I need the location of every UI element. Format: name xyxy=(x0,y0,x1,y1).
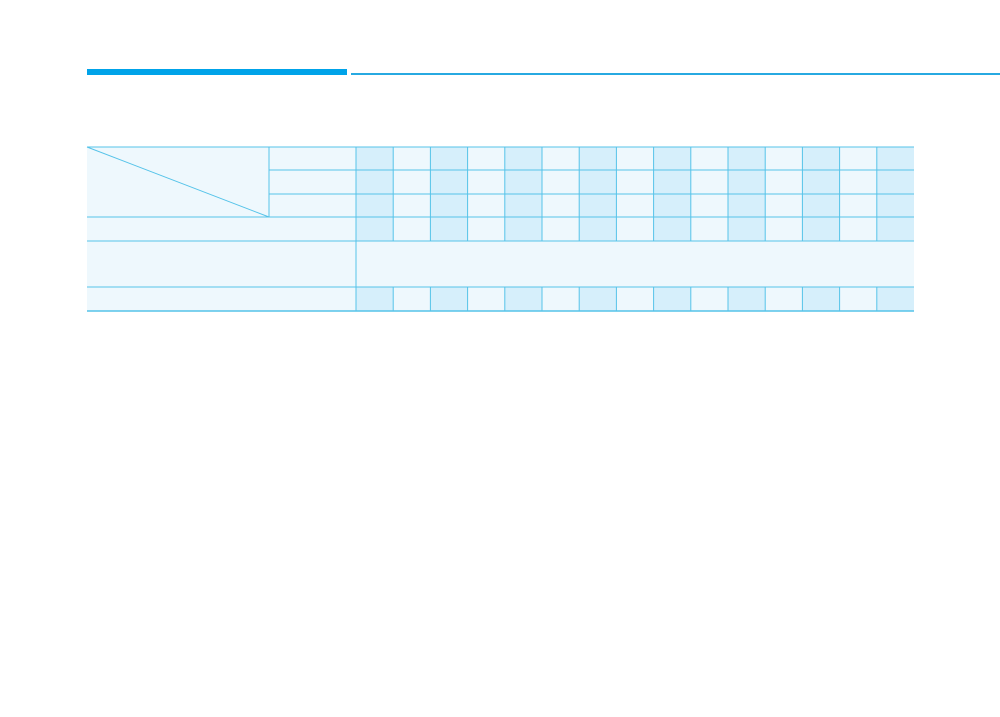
table-cell xyxy=(579,147,617,170)
corner-diagonal xyxy=(86,146,270,218)
table-cell xyxy=(728,287,766,311)
table-cell xyxy=(690,194,728,217)
table-cell xyxy=(839,170,877,194)
table-cell xyxy=(839,194,877,217)
table-cell xyxy=(504,147,542,170)
table-cell xyxy=(467,194,505,217)
table-cell xyxy=(579,217,617,241)
table-cell xyxy=(356,194,394,217)
table-cell xyxy=(728,170,766,194)
table-cell xyxy=(542,170,580,194)
table-cell xyxy=(653,170,691,194)
table-cell xyxy=(393,287,431,311)
table-cell xyxy=(430,170,468,194)
table-cell xyxy=(467,170,505,194)
table-cell xyxy=(653,147,691,170)
table-cell xyxy=(876,194,914,217)
table-cell xyxy=(765,194,803,217)
table-cell xyxy=(690,170,728,194)
table-cell xyxy=(579,287,617,311)
header-rule xyxy=(351,73,1000,75)
table-cell xyxy=(802,170,840,194)
table-cell xyxy=(393,170,431,194)
table-cell xyxy=(393,147,431,170)
table-cell xyxy=(504,217,542,241)
table-cell xyxy=(802,194,840,217)
table-cell xyxy=(393,194,431,217)
merged-row-cell xyxy=(356,241,914,287)
table-cell xyxy=(542,194,580,217)
table-cell xyxy=(653,287,691,311)
table-cell xyxy=(690,147,728,170)
table-cell xyxy=(653,217,691,241)
table-cell xyxy=(876,287,914,311)
table-cell xyxy=(356,147,394,170)
table-cell xyxy=(802,217,840,241)
table-cell xyxy=(876,147,914,170)
table-cell xyxy=(393,217,431,241)
table-cell xyxy=(690,287,728,311)
table-cell xyxy=(430,217,468,241)
table-cell xyxy=(616,287,654,311)
table-cell xyxy=(430,147,468,170)
table-cell xyxy=(467,217,505,241)
table-cell xyxy=(467,287,505,311)
table-cell xyxy=(616,217,654,241)
table-cell xyxy=(765,170,803,194)
table-cell xyxy=(467,147,505,170)
table-cell xyxy=(728,147,766,170)
table-cell xyxy=(765,147,803,170)
table-cell xyxy=(616,194,654,217)
table-cell xyxy=(356,287,394,311)
table-cell xyxy=(728,194,766,217)
table-cell xyxy=(616,147,654,170)
header-accent-bar xyxy=(87,69,347,75)
table-cell xyxy=(430,194,468,217)
table-cell xyxy=(542,217,580,241)
table-cell xyxy=(802,287,840,311)
table-cell xyxy=(765,217,803,241)
table-cell xyxy=(839,287,877,311)
table-cell xyxy=(356,170,394,194)
table-cell xyxy=(542,147,580,170)
table-cell xyxy=(616,170,654,194)
table-cell xyxy=(765,287,803,311)
table-cell xyxy=(728,217,766,241)
table-cell xyxy=(876,170,914,194)
table-cell xyxy=(839,217,877,241)
table-cell xyxy=(579,194,617,217)
table-cell xyxy=(579,170,617,194)
table-cell xyxy=(504,194,542,217)
table-cell xyxy=(653,194,691,217)
table-cell xyxy=(356,217,394,241)
table-cell xyxy=(430,287,468,311)
table-cell xyxy=(542,287,580,311)
table-cell xyxy=(690,217,728,241)
table-cell xyxy=(876,217,914,241)
table-cell xyxy=(504,287,542,311)
table-cell xyxy=(839,147,877,170)
label-area xyxy=(87,147,356,311)
table-cell xyxy=(802,147,840,170)
table-cell xyxy=(504,170,542,194)
